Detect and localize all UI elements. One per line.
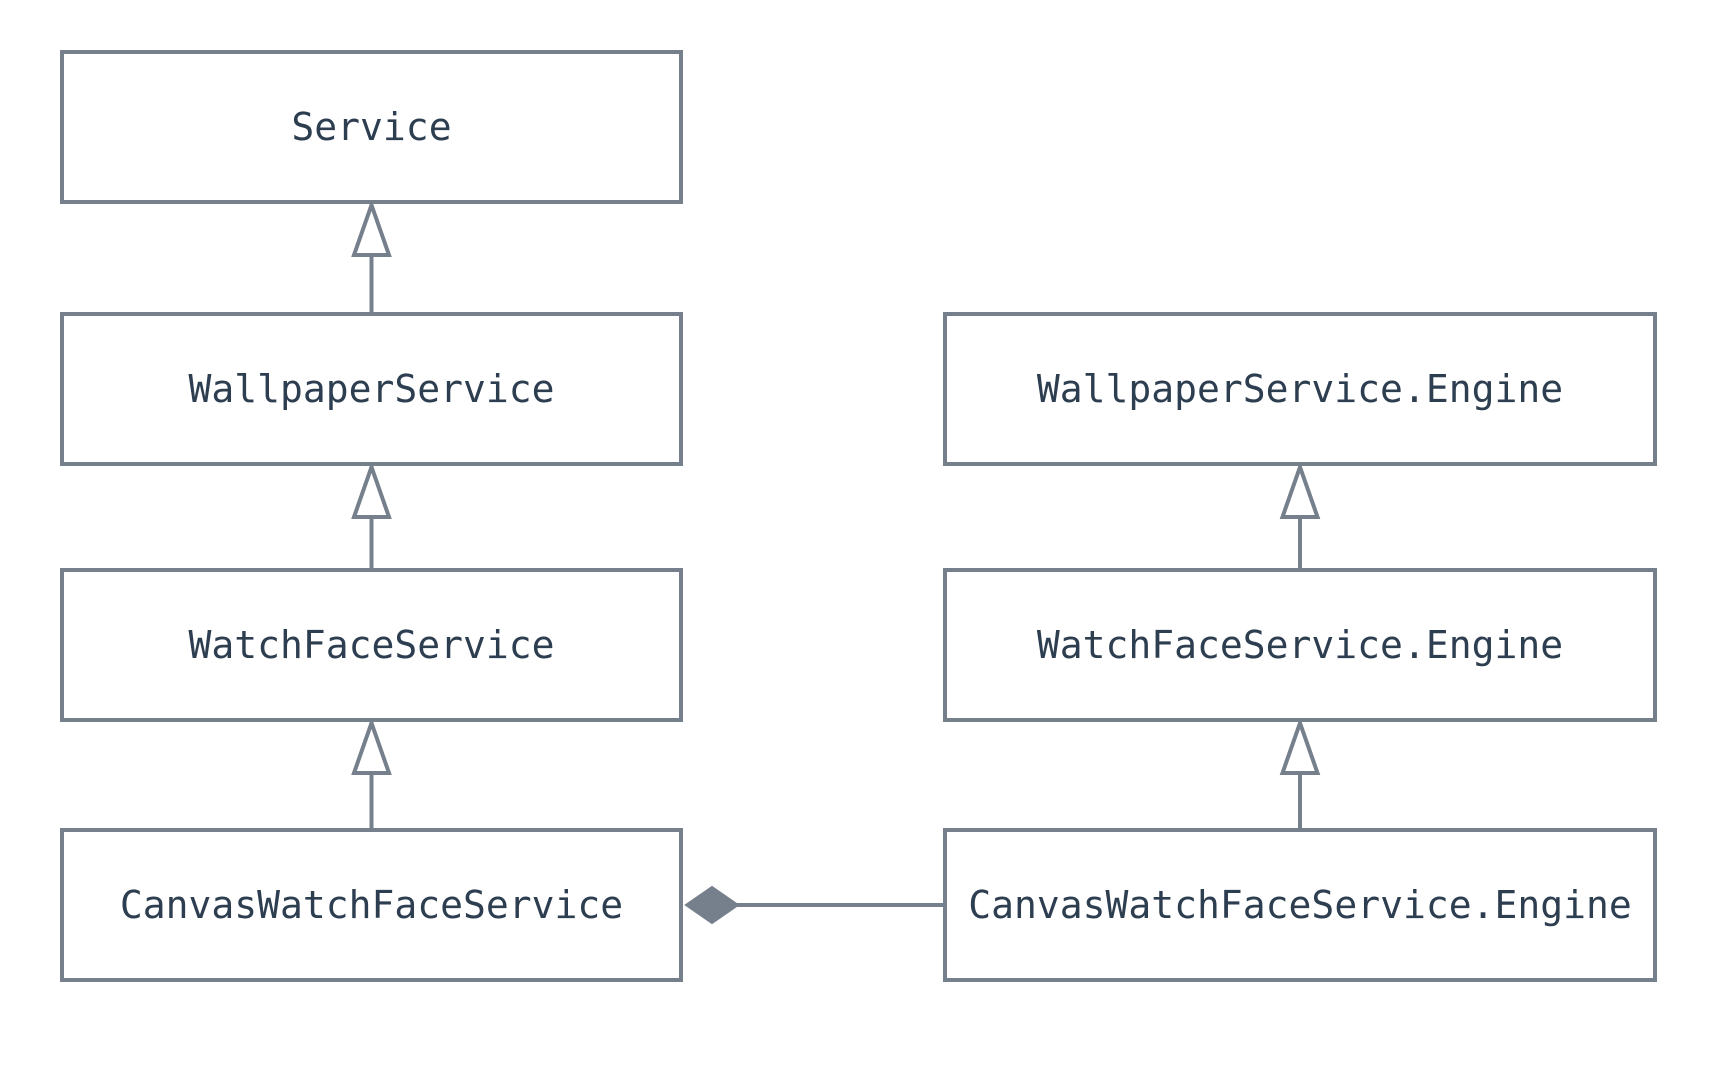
inheritance-arrow-canvaswatchfaceserviceengine-to-watchfaceserviceengine: [1279, 716, 1321, 828]
class-name-canvas-watch-face-service: CanvasWatchFaceService: [119, 883, 624, 927]
inheritance-arrow-watchfaceservice-to-wallpaperservice: [351, 460, 392, 568]
class-node-canvas-watch-face-service-engine: CanvasWatchFaceService.Engine: [943, 828, 1657, 982]
class-name-watch-face-service: WatchFaceService: [188, 623, 555, 667]
class-name-watch-face-service-engine: WatchFaceService.Engine: [1036, 623, 1564, 667]
composition-link-canvaswatchfaceservice-engine: [684, 885, 943, 925]
class-node-service: Service: [60, 50, 683, 204]
class-node-wallpaper-service-engine: WallpaperService.Engine: [943, 312, 1657, 466]
inheritance-arrow-canvaswatchfaceservice-to-watchfaceservice: [351, 716, 392, 828]
class-name-service: Service: [291, 105, 452, 149]
class-name-wallpaper-service-engine: WallpaperService.Engine: [1036, 367, 1564, 411]
class-node-watch-face-service: WatchFaceService: [60, 568, 683, 722]
class-node-watch-face-service-engine: WatchFaceService.Engine: [943, 568, 1657, 722]
inheritance-arrow-watchfaceserviceengine-to-wallpaperserviceengine: [1279, 460, 1321, 568]
class-node-wallpaper-service: WallpaperService: [60, 312, 683, 466]
class-name-canvas-watch-face-service-engine: CanvasWatchFaceService.Engine: [968, 883, 1632, 927]
class-name-wallpaper-service: WallpaperService: [188, 367, 555, 411]
inheritance-arrow-wallpaperservice-to-service: [351, 198, 392, 312]
class-node-canvas-watch-face-service: CanvasWatchFaceService: [60, 828, 683, 982]
composition-diamond-icon: [684, 885, 740, 925]
